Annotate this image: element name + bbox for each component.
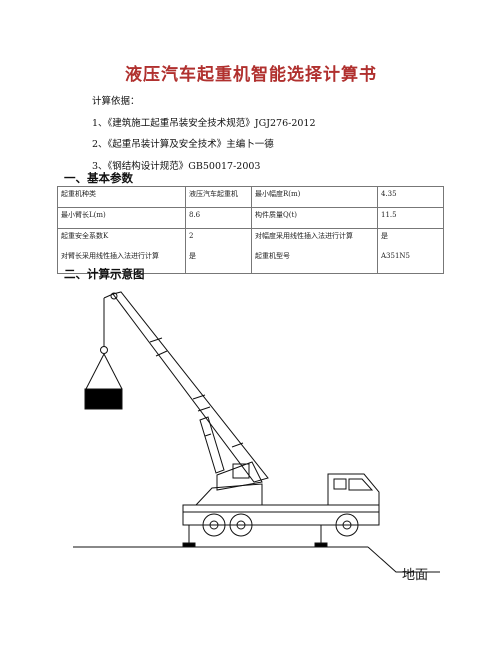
param-value-line: A351N5 <box>381 252 410 260</box>
param-key: 起重安全系数K 对臂长采用线性插入法进行计算 <box>57 228 186 274</box>
param-key: 最小幅度R(m) <box>251 186 378 208</box>
param-key: 起重机种类 <box>57 186 186 208</box>
ground-line <box>73 546 440 573</box>
truck-chassis <box>182 504 380 526</box>
param-value: 8.6 <box>185 207 252 229</box>
param-key: 构件质量Q(t) <box>251 207 378 229</box>
table-row: 最小臂长L(m) 8.6 构件质量Q(t) 11.5 <box>57 207 444 229</box>
basis-item-2: 2、《起重吊装计算及安全技术》主编卜一德 <box>92 139 274 150</box>
param-value-line: 2 <box>189 232 194 240</box>
params-table: 起重机种类 液压汽车起重机 最小幅度R(m) 4.35 最小臂长L(m) 8.6… <box>57 186 444 274</box>
param-value: 11.5 <box>377 207 444 229</box>
outriggers <box>182 525 328 548</box>
param-value-line: 是 <box>189 252 196 260</box>
param-key-line: 对幅度采用线性插入法进行计算 <box>255 232 353 240</box>
basis-item-1: 1、《建筑施工起重吊装安全技术规范》JGJ276-2012 <box>92 117 316 129</box>
param-key-line: 起重机型号 <box>255 252 290 260</box>
load-slings <box>85 353 123 390</box>
truck-wheels <box>202 513 359 537</box>
calculation-basis: 计算依据： 1、《建筑施工起重吊装安全技术规范》JGJ276-2012 2、《起… <box>92 91 316 177</box>
param-key-line: 对臂长采用线性插入法进行计算 <box>61 252 159 260</box>
param-value: 液压汽车起重机 <box>185 186 252 208</box>
document-title: 液压汽车起重机智能选择计算书 <box>125 65 377 85</box>
crane-boom <box>112 291 269 483</box>
param-value: 是 A351N5 <box>377 228 444 274</box>
truck-cab <box>327 473 380 505</box>
section-basic-params: 一、基本参数 <box>64 171 133 185</box>
param-value-line: 是 <box>381 232 388 240</box>
ground-label: 地面 <box>402 568 429 583</box>
param-value: 2 是 <box>185 228 252 274</box>
basis-label: 计算依据： <box>92 96 140 107</box>
crane-superstructure <box>195 461 263 506</box>
luffing-cylinder <box>199 416 225 474</box>
table-row: 起重安全系数K 对臂长采用线性插入法进行计算 2 是 对幅度采用线性插入法进行计… <box>57 228 444 274</box>
crane-diagram <box>73 291 440 573</box>
hook-block <box>100 346 108 354</box>
param-value: 4.35 <box>377 186 444 208</box>
param-key: 最小臂长L(m) <box>57 207 186 229</box>
param-key: 对幅度采用线性插入法进行计算 起重机型号 <box>251 228 378 274</box>
suspended-load <box>84 388 123 410</box>
param-key-line: 起重安全系数K <box>61 232 109 240</box>
table-row: 起重机种类 液压汽车起重机 最小幅度R(m) 4.35 <box>57 186 444 208</box>
boom-tip-pulley <box>110 292 118 300</box>
basis-item-3: 3、《钢结构设计规范》GB50017-2003 <box>92 160 261 172</box>
section-diagram: 二、计算示意图 <box>64 267 145 281</box>
